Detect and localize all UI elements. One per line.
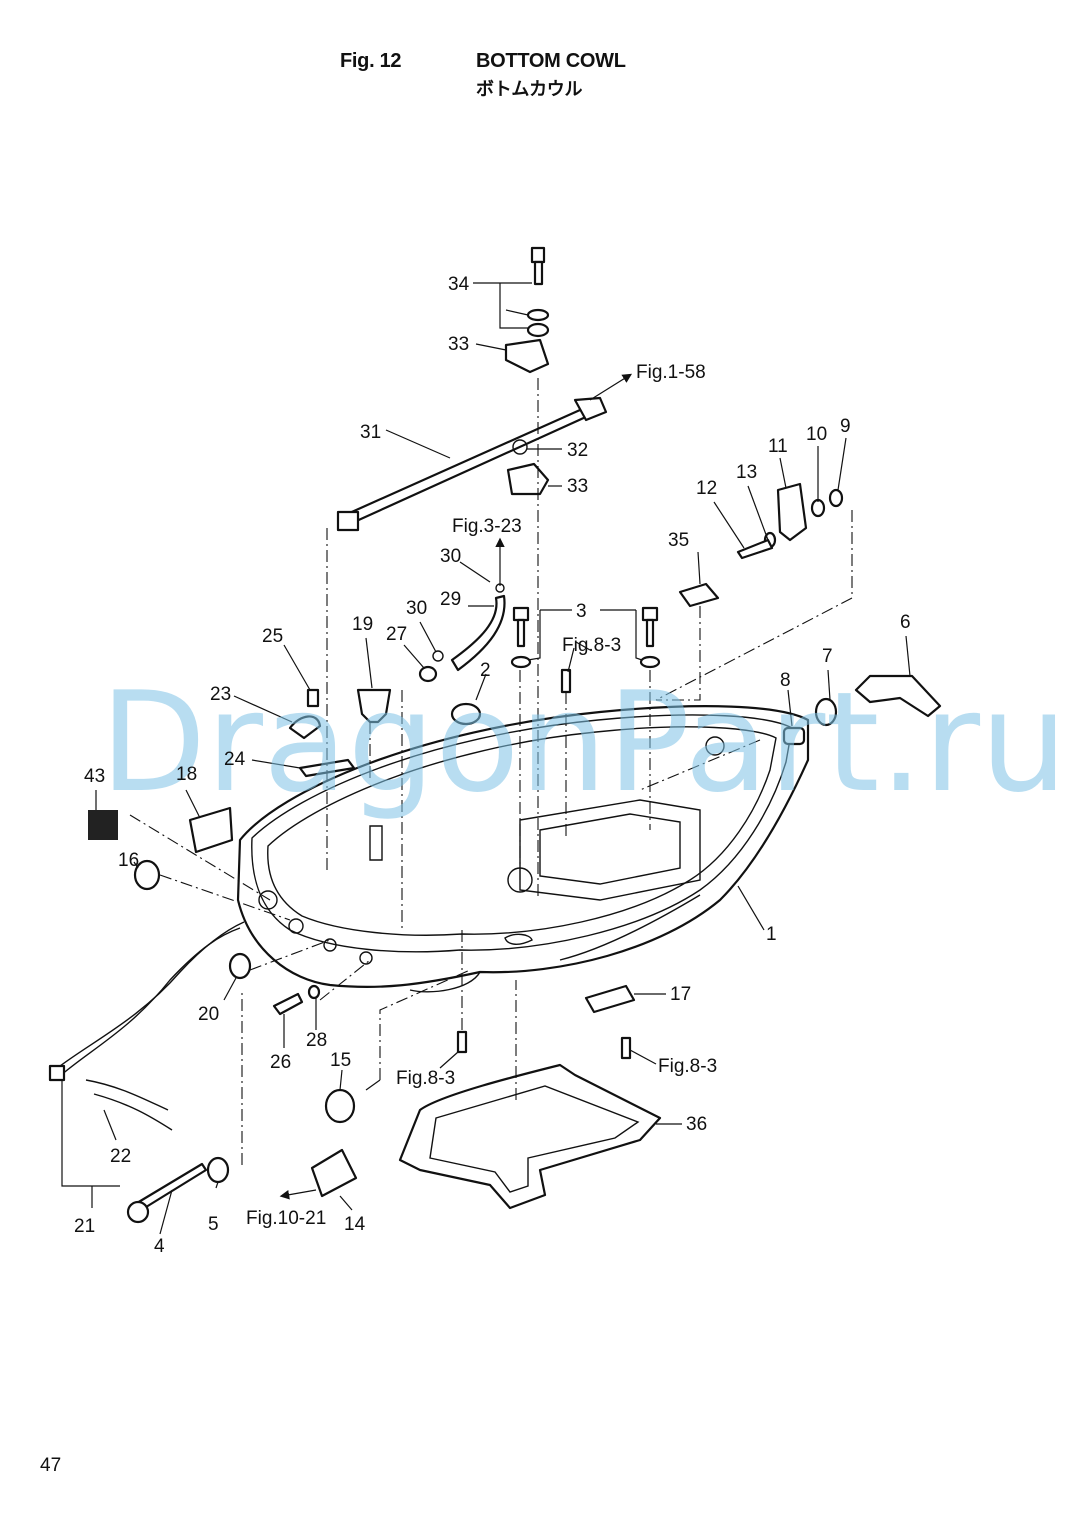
assembly-lines xyxy=(129,378,853,1165)
callout-20: 20 xyxy=(198,1004,219,1025)
callout-34: 34 xyxy=(448,274,470,295)
callout-14: 14 xyxy=(344,1214,366,1235)
callout-11: 11 xyxy=(768,436,788,457)
figure-title-japanese: ボトムカウル xyxy=(476,79,583,100)
callout-36: 36 xyxy=(686,1114,707,1135)
callout-15: 15 xyxy=(330,1050,351,1071)
ref-fig-8-3-left: Fig.8-3 xyxy=(396,1068,455,1089)
callout-18: 18 xyxy=(176,764,197,785)
ref-fig-1-58: Fig.1-58 xyxy=(636,362,706,383)
callout-29: 29 xyxy=(440,589,461,610)
callout-13: 13 xyxy=(736,462,757,483)
callout-30-lower: 30 xyxy=(406,598,427,619)
callout-22: 22 xyxy=(110,1146,131,1167)
figure-number: Fig. 12 xyxy=(340,50,402,72)
callout-32: 32 xyxy=(567,440,588,461)
callout-9: 9 xyxy=(840,416,851,437)
callout-30-upper: 30 xyxy=(440,546,461,567)
watermark: DragonPart.ru xyxy=(100,662,1068,823)
page-number: 47 xyxy=(40,1455,62,1476)
ref-fig-8-3-right: Fig.8-3 xyxy=(658,1056,717,1077)
callout-26: 26 xyxy=(270,1052,291,1073)
callout-16: 16 xyxy=(118,850,139,871)
callout-4: 4 xyxy=(154,1236,165,1257)
callout-24: 24 xyxy=(224,749,246,770)
callout-12: 12 xyxy=(696,478,717,499)
figure-title: BOTTOM COWL xyxy=(476,50,626,72)
ref-fig-10-21: Fig.10-21 xyxy=(246,1208,326,1229)
callout-5: 5 xyxy=(208,1214,219,1235)
callout-7: 7 xyxy=(822,646,833,667)
callout-2: 2 xyxy=(480,660,491,681)
leader-lines xyxy=(61,282,911,1235)
callout-33-lower: 33 xyxy=(567,476,588,497)
bottom-cowl-body xyxy=(236,705,810,993)
callout-31: 31 xyxy=(360,422,381,443)
callout-28: 28 xyxy=(306,1030,327,1051)
callout-21: 21 xyxy=(74,1216,95,1237)
callout-33-upper: 33 xyxy=(448,334,469,355)
figure-references: Fig.1-58 Fig.3-23 Fig.8-3 Fig.8-3 Fig.8-… xyxy=(246,362,717,1229)
small-parts xyxy=(48,246,942,1224)
callout-labels: 34 33 31 32 33 30 29 30 19 27 25 23 24 1… xyxy=(74,274,911,1257)
callout-6: 6 xyxy=(900,612,911,633)
callout-1: 1 xyxy=(766,924,777,945)
callout-8: 8 xyxy=(780,670,791,691)
ref-fig-3-23: Fig.3-23 xyxy=(452,516,522,537)
callout-10: 10 xyxy=(806,424,827,445)
callout-17: 17 xyxy=(670,984,691,1005)
callout-43: 43 xyxy=(84,766,105,787)
ref-fig-8-3-upper: Fig.8-3 xyxy=(562,635,621,656)
callout-3: 3 xyxy=(576,601,587,622)
callout-19: 19 xyxy=(352,614,373,635)
callout-35: 35 xyxy=(668,530,689,551)
callout-23: 23 xyxy=(210,684,231,705)
callout-25: 25 xyxy=(262,626,283,647)
gasket xyxy=(398,1063,662,1210)
callout-27: 27 xyxy=(386,624,407,645)
